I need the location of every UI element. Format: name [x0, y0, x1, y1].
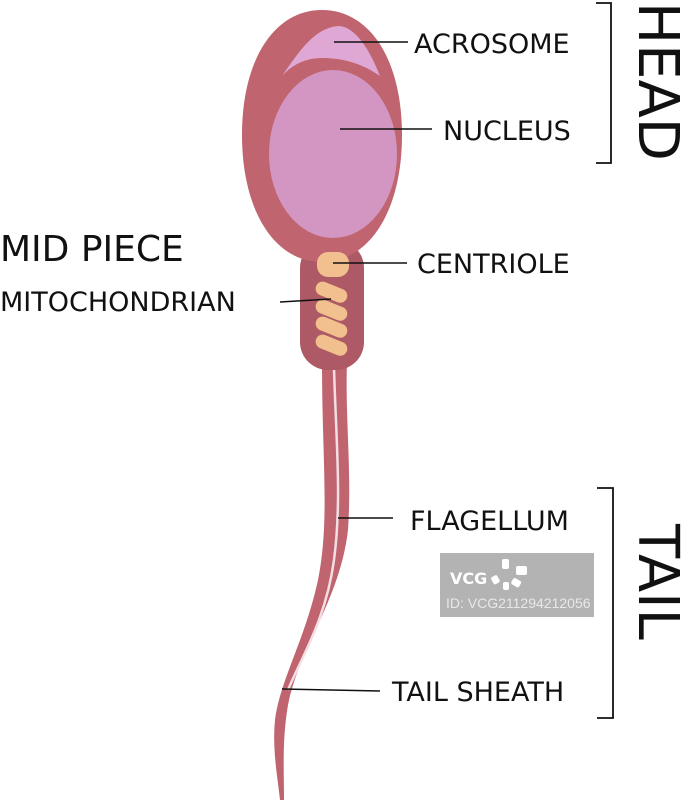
section-tail: TAIL	[625, 523, 687, 640]
label-mid-piece: MID PIECE	[0, 229, 184, 270]
mitochondria	[315, 281, 348, 356]
watermark-logo-text: VCG	[450, 569, 487, 588]
tail-bracket	[597, 487, 614, 719]
section-head: HEAD	[625, 2, 687, 161]
acrosome	[282, 26, 380, 76]
label-centriole: CENTRIOLE	[417, 249, 570, 280]
label-tail-sheath: TAIL SHEATH	[391, 677, 564, 708]
watermark: VCG ID: VCG211294212056	[440, 553, 594, 617]
label-flagellum: FLAGELLUM	[410, 506, 569, 537]
vcg-logo-icon	[491, 559, 527, 590]
centriole	[317, 252, 349, 277]
label-acrosome: ACROSOME	[414, 29, 570, 60]
tail-sheath	[274, 362, 350, 800]
flagellum-line	[286, 367, 340, 691]
head-bracket	[596, 2, 612, 164]
watermark-id: ID: VCG211294212056	[446, 595, 591, 611]
nucleus	[269, 70, 397, 238]
label-mitochondrian: MITOCHONDRIAN	[0, 287, 236, 318]
leader-lines	[279, 41, 432, 692]
label-nucleus: NUCLEUS	[443, 116, 571, 147]
